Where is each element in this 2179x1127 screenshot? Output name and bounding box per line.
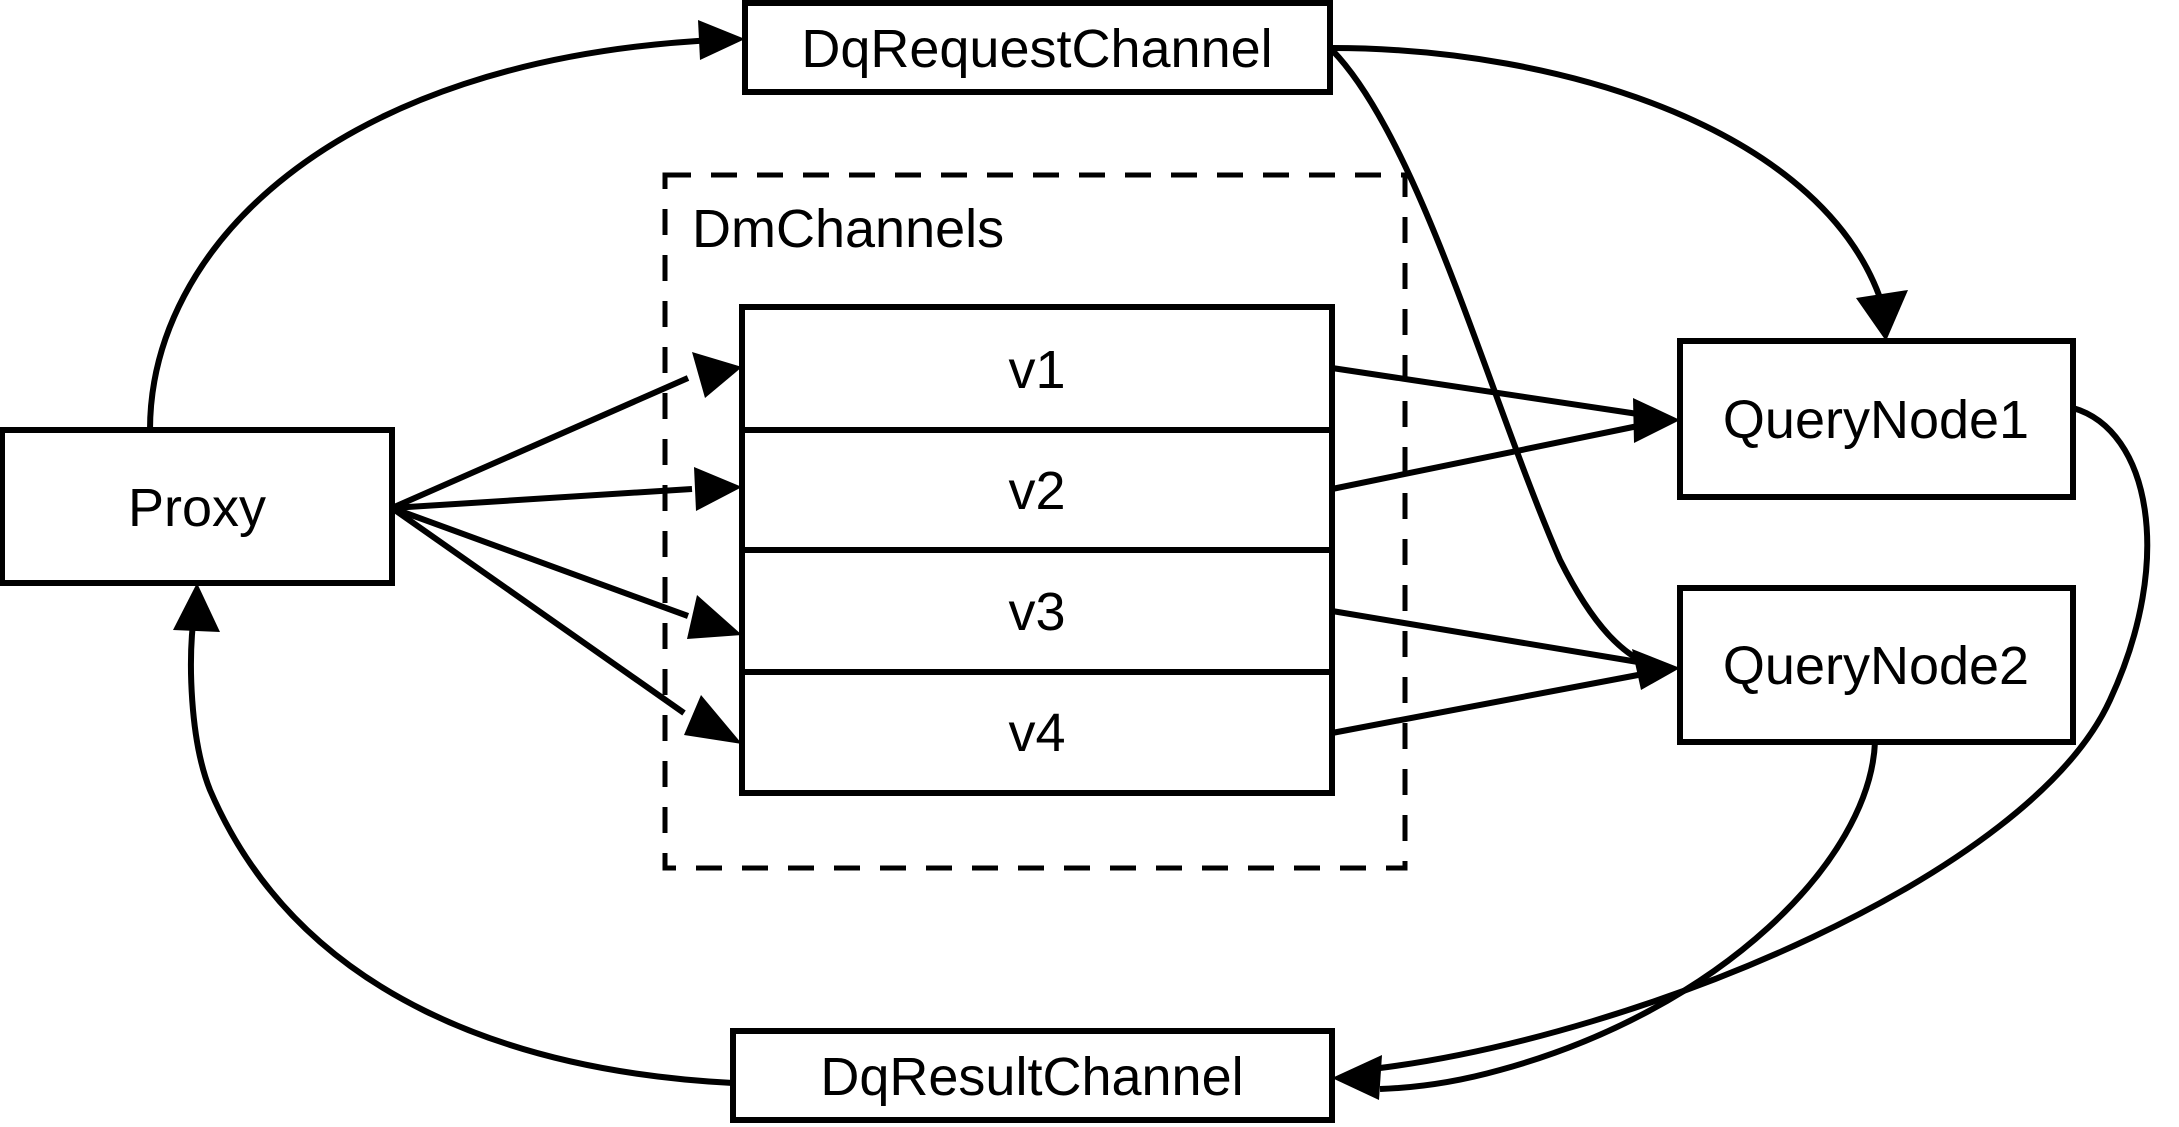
- table-row-v4[interactable]: [739, 669, 1335, 796]
- edge-proxy-to-v2: [391, 467, 742, 511]
- edge-path: [390, 505, 690, 619]
- edge-v1-to-querynode1: [1331, 365, 1639, 417]
- arrowhead: [698, 20, 745, 60]
- edge-path: [390, 375, 690, 511]
- edge-path: [188, 614, 734, 1086]
- edge-querynode1-to-dqresult: [1379, 405, 2151, 1071]
- table-row-v4-label: v4: [1008, 703, 1065, 763]
- node-query-node-1-box[interactable]: [1677, 338, 2076, 500]
- edge-proxy-to-v3: [390, 505, 742, 639]
- arrowhead: [694, 467, 742, 511]
- node-dq-request-channel-box[interactable]: [742, 0, 1333, 95]
- node-dq-request-channel-label: DqRequestChannel: [801, 19, 1272, 79]
- node-query-node-2[interactable]: QueryNode2: [1677, 585, 2076, 745]
- dm-channel-table: v1 v2 v3 v4: [739, 304, 1335, 796]
- edge-querynode2-to-dqresult: [1332, 741, 1878, 1100]
- node-dq-result-channel[interactable]: DqResultChannel: [730, 1028, 1335, 1123]
- edge-path: [1331, 365, 1639, 417]
- edge-proxy-to-v1: [390, 352, 742, 511]
- node-query-node-1[interactable]: QueryNode1: [1677, 338, 2076, 500]
- edge-path: [1379, 405, 2151, 1071]
- arrowhead: [173, 583, 220, 632]
- node-query-node-2-box[interactable]: [1677, 585, 2076, 745]
- dm-channels-label: DmChannels: [692, 199, 1004, 259]
- arrowhead: [687, 595, 742, 639]
- table-row-v3-label: v3: [1008, 582, 1065, 642]
- edge-v4-to-querynode2: [1331, 672, 1639, 736]
- edge-proxy-to-dqrequest: [147, 20, 745, 431]
- edge-path: [1331, 423, 1639, 492]
- edge-path: [1331, 45, 1887, 311]
- node-proxy-box[interactable]: [0, 427, 395, 586]
- dm-channels-boundary: [662, 172, 1408, 871]
- edge-path: [1331, 672, 1639, 736]
- node-dq-result-channel-box[interactable]: [730, 1028, 1335, 1123]
- table-row-v3[interactable]: [739, 547, 1335, 675]
- edge-path: [390, 505, 686, 716]
- table-row-v2-label: v2: [1008, 461, 1065, 521]
- table-row-v1-label: v1: [1008, 340, 1065, 400]
- edge-path: [1329, 47, 1652, 668]
- group-dm-channels: DmChannels: [662, 172, 1408, 871]
- edge-proxy-to-v4: [390, 505, 742, 744]
- node-query-node-2-label: QueryNode2: [1723, 636, 2029, 696]
- edge-path: [1379, 741, 1878, 1092]
- arrowhead: [1632, 649, 1680, 690]
- node-dq-request-channel[interactable]: DqRequestChannel: [742, 0, 1333, 95]
- node-dq-result-channel-label: DqResultChannel: [820, 1047, 1243, 1107]
- edge-v2-to-querynode1: [1331, 398, 1680, 492]
- arrowhead: [1332, 1055, 1382, 1100]
- node-proxy-label: Proxy: [128, 478, 266, 538]
- node-query-node-1-label: QueryNode1: [1723, 390, 2029, 450]
- edge-path: [147, 37, 715, 431]
- edge-v3-to-querynode2: [1331, 608, 1639, 665]
- edge-path: [1331, 608, 1639, 665]
- arrowhead: [1633, 398, 1680, 443]
- edge-dqresult-to-proxy: [173, 583, 734, 1086]
- edge-dqrequest-to-querynode1: [1331, 45, 1908, 341]
- node-proxy[interactable]: Proxy: [0, 427, 395, 586]
- arrowhead: [1856, 290, 1908, 341]
- arrowhead: [684, 695, 742, 744]
- edge-dqrequest-to-querynode2: [1329, 47, 1680, 690]
- arrowhead: [692, 352, 742, 398]
- edge-path: [391, 486, 693, 511]
